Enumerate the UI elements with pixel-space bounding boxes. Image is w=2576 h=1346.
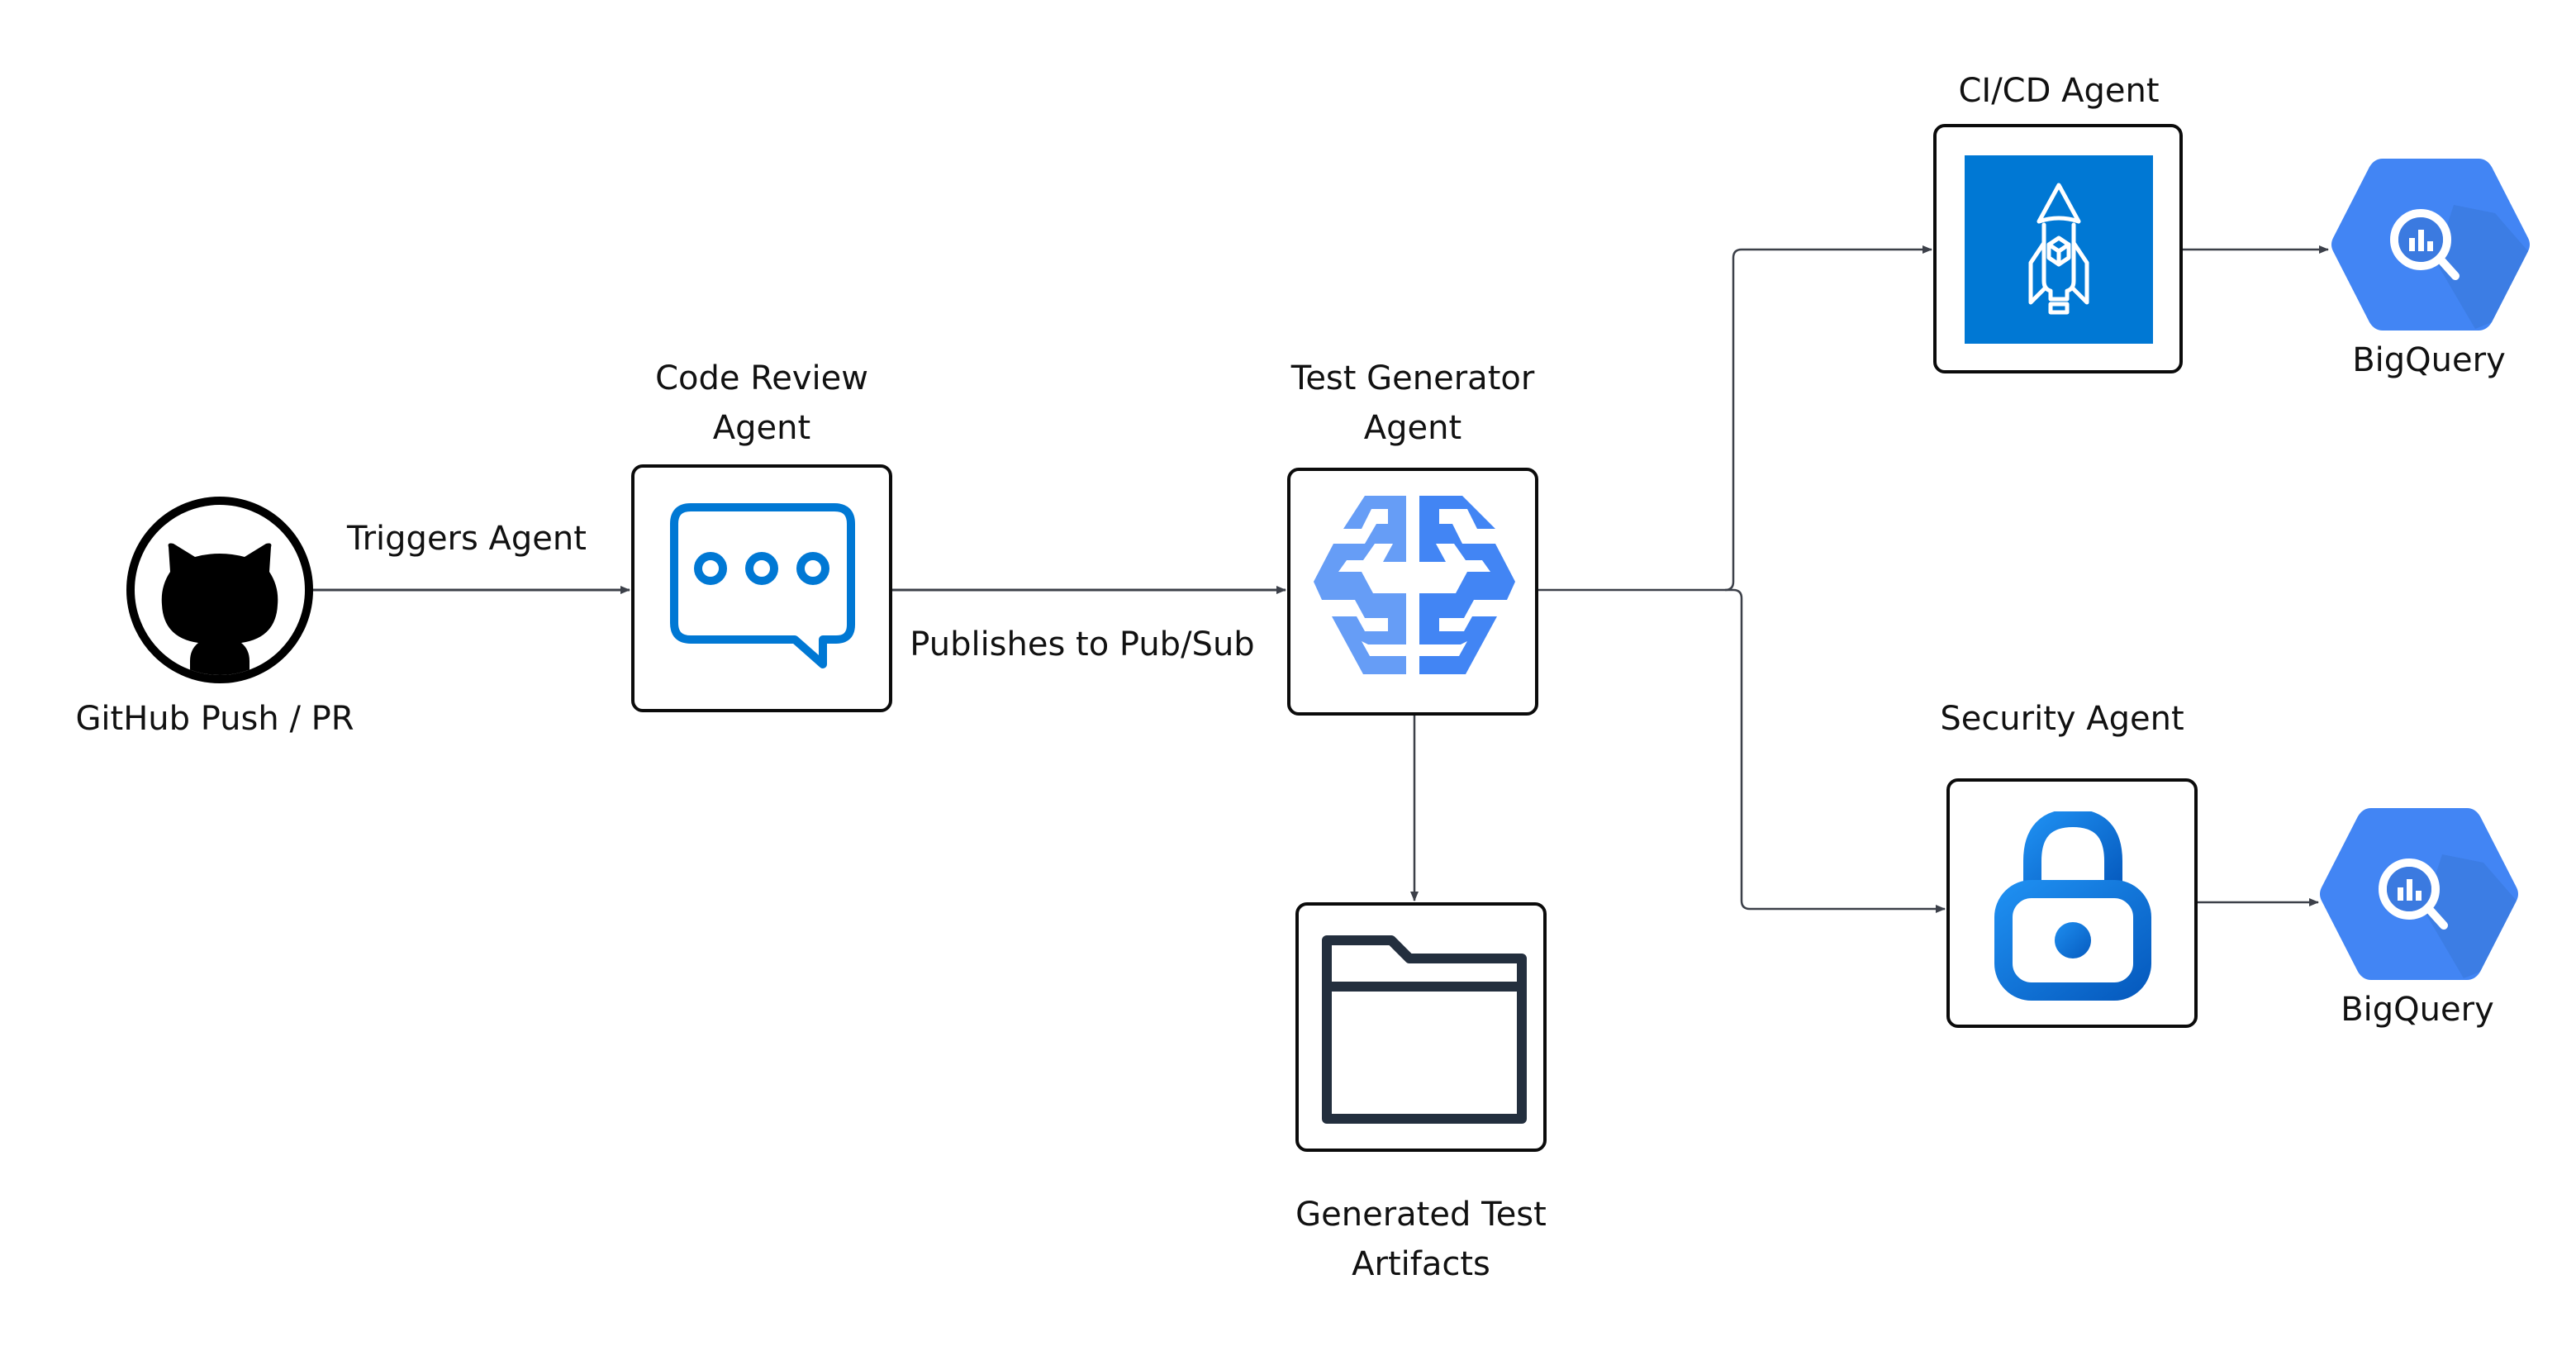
bigquery-bottom-label: BigQuery: [2341, 991, 2494, 1029]
code-review-label-line2: Agent: [712, 409, 811, 447]
folder-icon: [1322, 935, 1527, 1124]
cicd-agent-node[interactable]: [1933, 124, 2183, 373]
edge-test-generator-to-security: [1725, 588, 1946, 913]
github-octocat-icon[interactable]: [126, 496, 314, 684]
edge-test-generator-to-cicd: [1538, 245, 1932, 592]
code-review-label-line1: Code Review: [655, 359, 868, 397]
bigquery-top-label: BigQuery: [2352, 341, 2506, 379]
security-agent-node[interactable]: [1946, 778, 2198, 1028]
security-label: Security Agent: [1940, 700, 2184, 738]
artifacts-label-line1: Generated Test: [1295, 1196, 1547, 1234]
code-review-agent-node[interactable]: [631, 464, 892, 712]
cicd-label: CI/CD Agent: [1958, 72, 2160, 110]
brain-ai-icon: [1314, 492, 1515, 674]
test-generator-label-line1: Test Generator: [1290, 359, 1535, 397]
github-label: GitHub Push / PR: [75, 700, 354, 738]
rocket-deploy-icon: [1965, 155, 2153, 344]
generated-artifacts-node[interactable]: [1295, 902, 1547, 1152]
bigquery-icon[interactable]: [2330, 155, 2531, 334]
test-generator-agent-node[interactable]: [1287, 468, 1538, 716]
bigquery-icon[interactable]: [2318, 805, 2520, 983]
test-generator-label-line2: Agent: [1363, 409, 1462, 447]
lock-icon: [1994, 811, 2151, 1001]
chat-bubble-icon: [670, 503, 855, 668]
edge-label-publishes-pubsub: Publishes to Pub/Sub: [910, 625, 1255, 663]
edge-label-triggers-agent: Triggers Agent: [347, 520, 587, 558]
artifacts-label-line2: Artifacts: [1352, 1245, 1490, 1283]
